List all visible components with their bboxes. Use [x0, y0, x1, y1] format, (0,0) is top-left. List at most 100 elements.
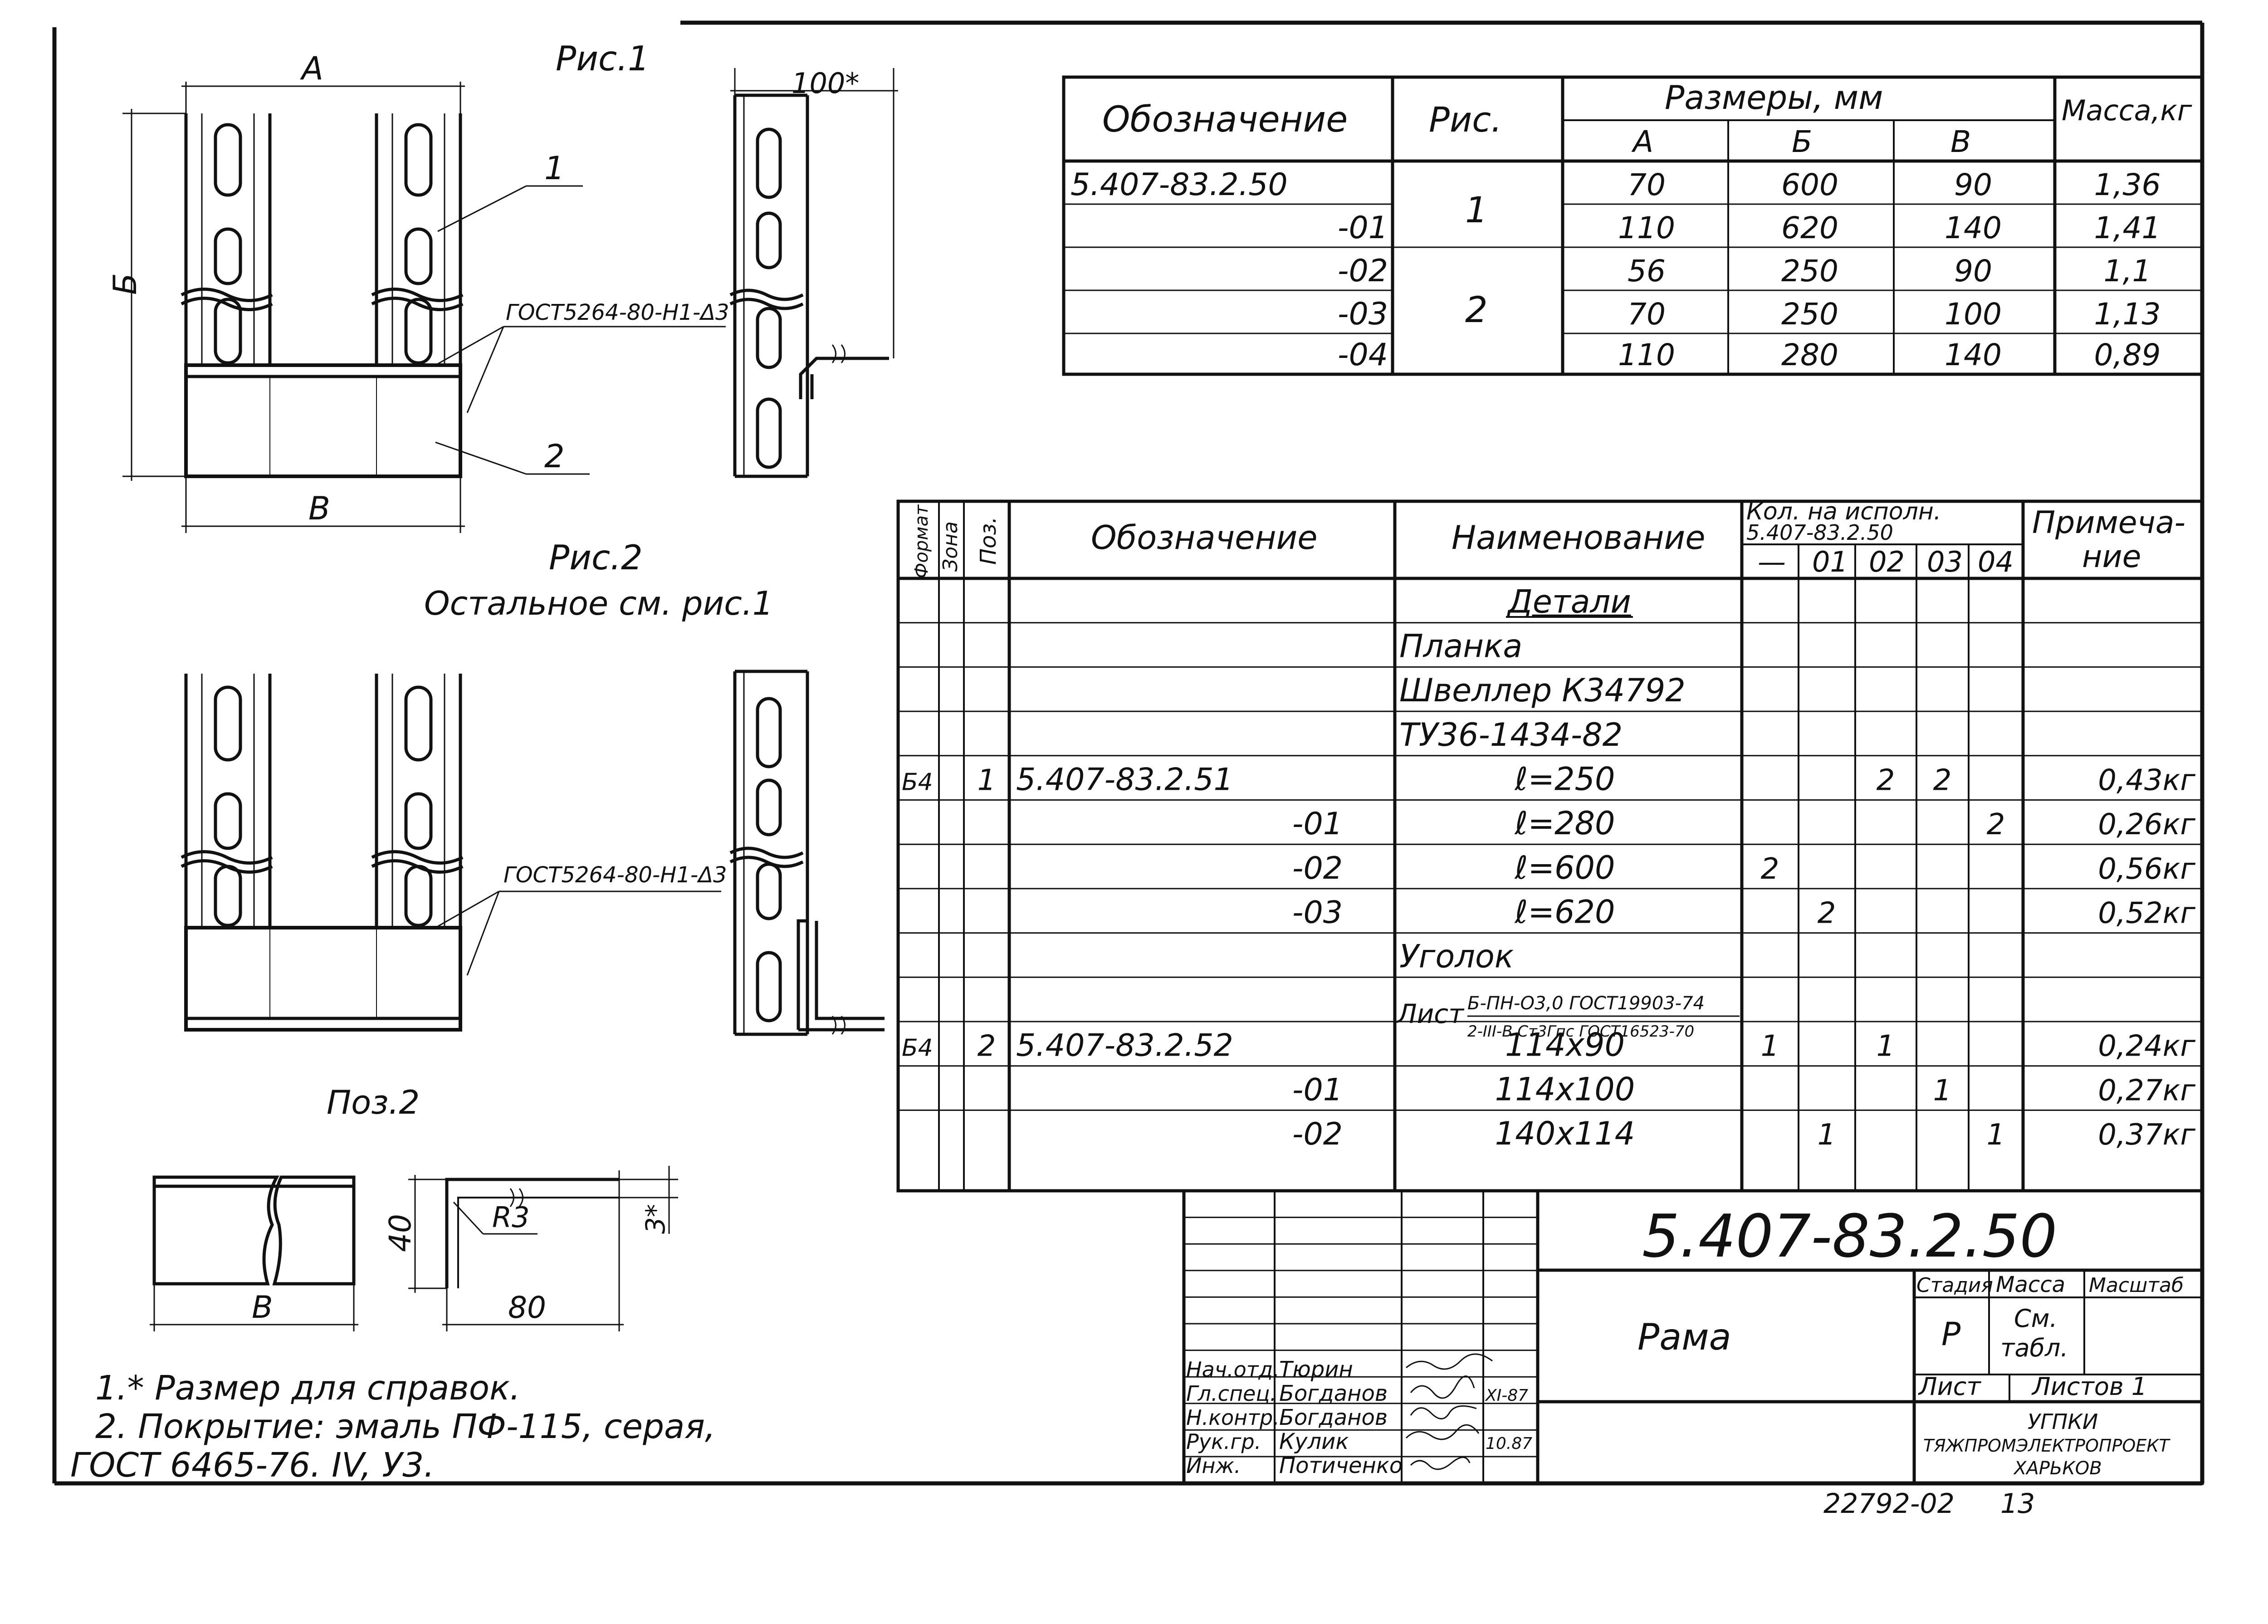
spec-header-note-2: ние [2082, 539, 2141, 575]
footer-code: 22792-02 [1823, 1488, 1955, 1520]
spec-row-qty: 1 [1987, 1118, 2005, 1152]
size-header-a: А [1631, 124, 1653, 159]
size-header-v: В [1950, 124, 1971, 159]
spec-header-designation: Обозначение [1091, 519, 1318, 557]
pos2-dim-3: 3* [640, 1204, 671, 1234]
org-line-3: ХАРЬКОВ [2013, 1458, 2102, 1479]
spec-row-format: Б4 [902, 769, 933, 796]
dim-side-width: 100* [792, 67, 859, 100]
spec-row-name: Планка [1399, 627, 1522, 665]
fig1-front-view: Рис.1 [107, 39, 729, 533]
title-block: 5.407-83.2.50 Рама Стадия Масса Масштаб … [1182, 1189, 2204, 1520]
size-row-mass: 1,36 [2094, 167, 2161, 202]
note-2: 2. Покрытие: эмаль ПФ-115, серая, [95, 1407, 715, 1446]
spec-row-note: 0,56кг [2098, 852, 2195, 886]
role-name: Богданов [1279, 1405, 1388, 1430]
org-line-2: ТЯЖПРОМЭЛЕКТРОПРОЕКТ [1923, 1436, 2170, 1456]
fig2-label: Рис.2 [549, 538, 643, 577]
size-row-v: 140 [1945, 210, 2002, 245]
header-mass: Масса [1996, 1272, 2065, 1297]
org-line-1: УГПКИ [2028, 1409, 2098, 1434]
size-fig-1: 1 [1465, 190, 1488, 231]
spec-row-note: 0,43кг [2098, 764, 2195, 797]
header-stage: Стадия [1916, 1274, 1993, 1297]
spec-row-designation: -03 [1292, 895, 1343, 931]
spec-row-qty: 2 [1761, 852, 1779, 886]
size-row-designation: -01 [1338, 210, 1388, 246]
size-row-a: 110 [1618, 210, 1675, 245]
size-row-mass: 0,89 [2094, 338, 2161, 372]
spec-row-qty: 2 [1987, 808, 2005, 841]
size-row-mass: 1,13 [2094, 297, 2161, 332]
role-name: Тюрин [1279, 1357, 1353, 1382]
dim-a-label: А [300, 50, 323, 87]
pos2-dim-80: 80 [508, 1290, 546, 1325]
sheet-label: Лист [1918, 1372, 1981, 1401]
size-row-b: 600 [1781, 167, 1838, 202]
role-title: Нач.отд. [1186, 1357, 1280, 1382]
spec-row-designation: -01 [1292, 806, 1343, 842]
pos2-label: Поз.2 [327, 1083, 420, 1121]
role-title: Рук.гр. [1186, 1429, 1261, 1454]
spec-row-designation: -02 [1292, 1116, 1343, 1152]
size-header-fig: Рис. [1429, 99, 1502, 140]
header-scale: Масштаб [2089, 1274, 2184, 1297]
exec-col-01: 01 [1812, 545, 1848, 578]
doc-number: 5.407-83.2.50 [1642, 1202, 2057, 1271]
size-row-a: 70 [1628, 167, 1666, 202]
spec-row-designation: 5.407-83.2.52 [1016, 1028, 1233, 1064]
fig2-note: Остальное см. рис.1 [424, 584, 773, 622]
spec-row-qty: 2 [1877, 764, 1895, 797]
fig2-view: Рис.2 Остальное см. рис.1 [181, 538, 885, 1036]
pos2-dim-v: В [252, 1290, 273, 1326]
footer-page: 13 [2000, 1488, 2035, 1520]
spec-row-qty: 1 [1818, 1118, 1836, 1152]
role-name: Богданов [1279, 1381, 1388, 1406]
spec-row-qty: 1 [1877, 1030, 1895, 1063]
spec-row-name: 114х90 [1505, 1027, 1625, 1064]
spec-header-qty-1: Кол. на исполн. [1746, 498, 1941, 525]
sheets-label: Листов 1 [2031, 1372, 2147, 1401]
exec-col-04: 04 [1978, 545, 2014, 578]
size-row-designation: -02 [1338, 253, 1388, 289]
size-row-v: 140 [1945, 338, 2002, 372]
spec-row-qty: 1 [1933, 1074, 1952, 1107]
spec-header-qty-2: 5.407-83.2.50 [1746, 520, 1893, 545]
stage-value: Р [1941, 1316, 1961, 1353]
exec-col-base: — [1758, 545, 1786, 578]
size-row-b: 620 [1781, 210, 1838, 245]
role-title: Инж. [1186, 1453, 1241, 1478]
spec-row-name: ТУ36-1434-82 [1399, 716, 1623, 753]
spec-row-name: Уголок [1399, 938, 1514, 975]
spec-row-note: 0,52кг [2098, 897, 2195, 930]
spec-row-pos: 1 [978, 764, 996, 797]
sheet-denominator: 2-III-В Ст3Гпс ГОСТ16523-70 [1467, 1022, 1694, 1041]
exec-col-03: 03 [1927, 545, 1963, 578]
spec-row-format: Б4 [902, 1035, 933, 1062]
spec-header-name: Наименование [1452, 519, 1706, 557]
spec-row-note: 0,27кг [2098, 1074, 2195, 1107]
spec-row-name: 114х100 [1495, 1071, 1635, 1108]
spec-row-note: 0,37кг [2098, 1118, 2195, 1152]
role-name: Кулик [1279, 1429, 1349, 1454]
role-title: Н.контр. [1186, 1405, 1280, 1430]
spec-row-designation: -02 [1292, 851, 1343, 886]
spec-header-note-1: Примеча- [2032, 505, 2185, 541]
spec-row-note: 0,24кг [2098, 1030, 2195, 1063]
size-row-v: 100 [1945, 297, 2002, 332]
spec-row-name: Детали [1506, 583, 1631, 621]
weld-note-2: ГОСТ5264-80-Н1-Δ3 [503, 862, 727, 888]
size-header-dims: Размеры, мм [1665, 78, 1883, 117]
size-row-designation: 5.407-83.2.50 [1070, 167, 1288, 203]
size-row-designation: -03 [1338, 296, 1388, 332]
size-row-b: 250 [1781, 254, 1838, 289]
sheet-material-spec: Лист Б-ПН-О3,0 ГОСТ19903-74 2-III-В Ст3Г… [1396, 993, 1740, 1041]
weld-note-1: ГОСТ5264-80-Н1-Δ3 [506, 300, 729, 325]
mass-value-2: табл. [2000, 1334, 2068, 1362]
sheet-prefix: Лист [1396, 998, 1465, 1029]
size-row-a: 110 [1618, 338, 1675, 372]
spec-header-zone: Зона [939, 521, 962, 572]
